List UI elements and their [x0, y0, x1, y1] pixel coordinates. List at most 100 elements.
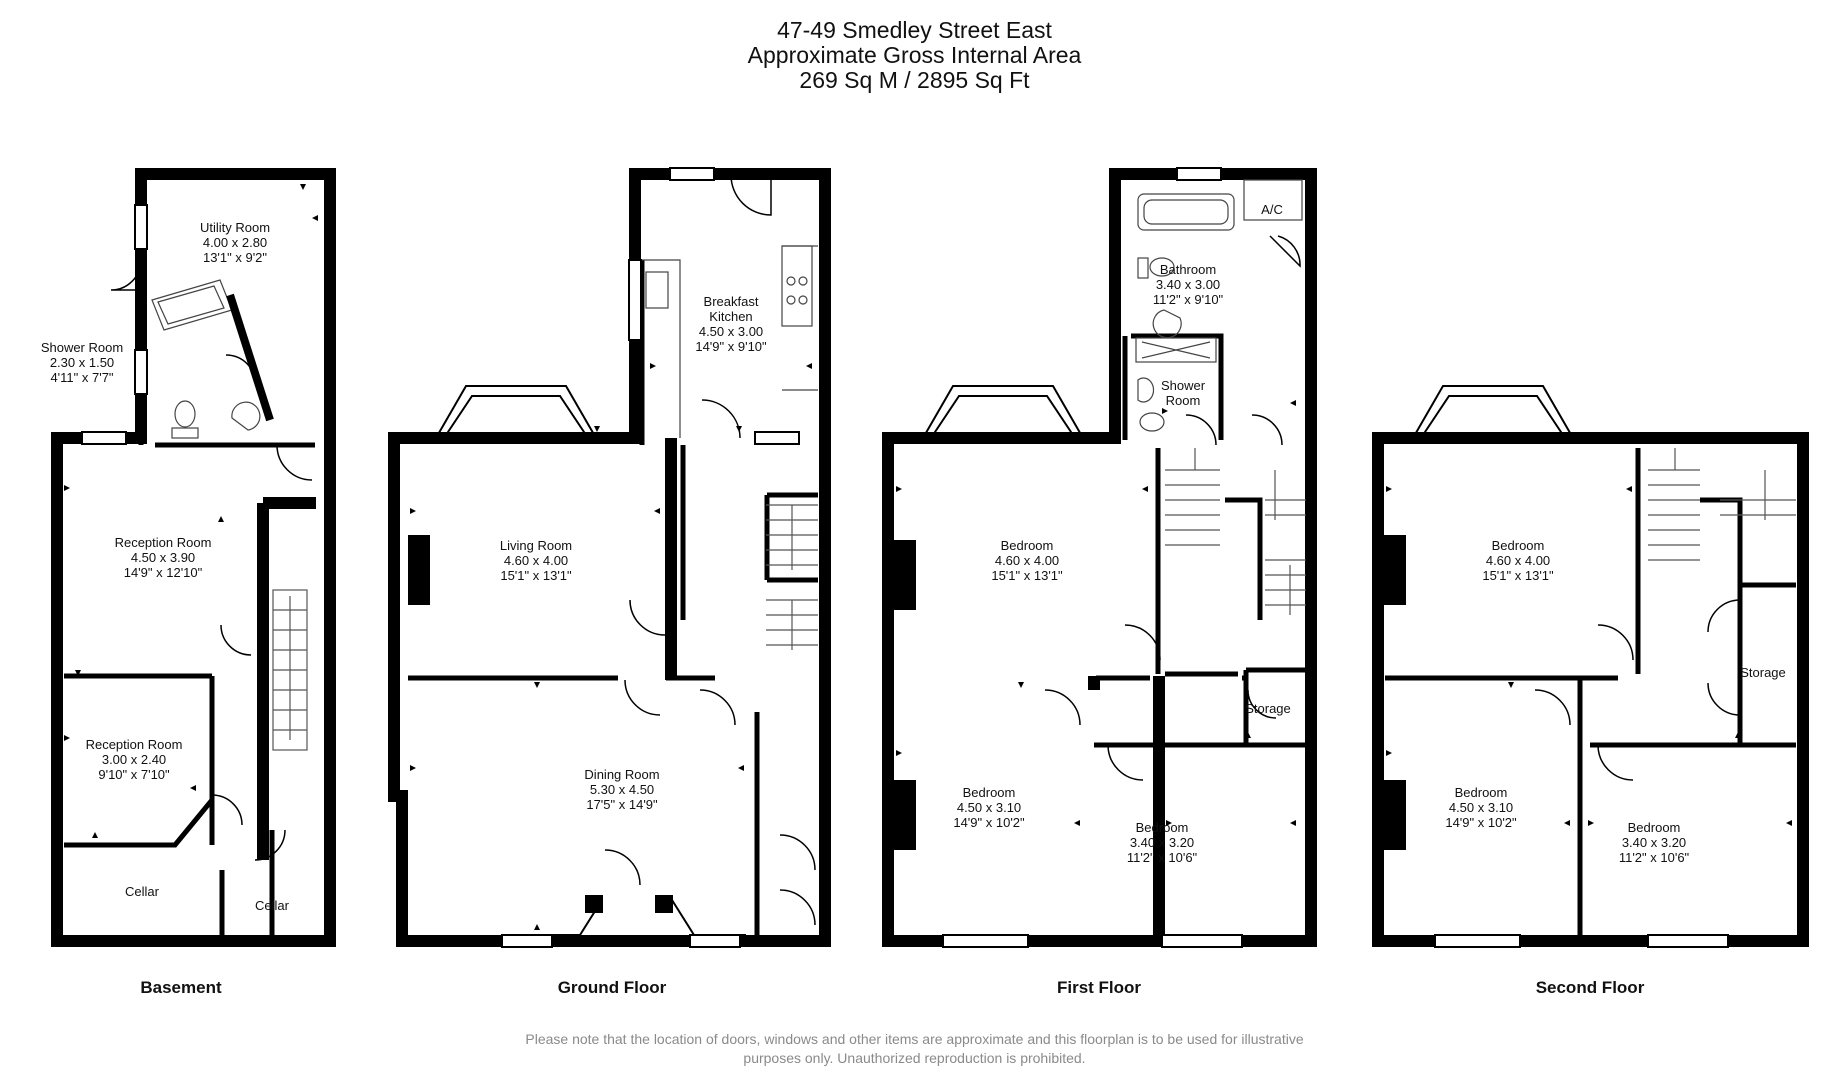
- basin: [1152, 309, 1182, 339]
- room-imperial: 15'1" x 13'1": [1482, 568, 1554, 583]
- room-name: Dining Room: [584, 767, 660, 782]
- door: [779, 834, 816, 926]
- floor-label-ground: Ground Floor: [557, 978, 667, 997]
- chimney: [585, 895, 603, 913]
- room-name: Living Room: [499, 538, 573, 553]
- window: [628, 259, 642, 341]
- window: [81, 431, 127, 445]
- room-imperial: 15'1" x 13'1": [500, 568, 572, 583]
- second-partitions: [1385, 448, 1796, 935]
- room-metric: 4.50 x 3.00: [698, 324, 764, 339]
- sink: [645, 271, 669, 309]
- hob-ring: [786, 276, 796, 286]
- room-imperial: 4'11" x 7'7": [50, 370, 114, 385]
- room-name-2: Room: [1165, 393, 1201, 408]
- ground-bay: [435, 385, 597, 439]
- room-label-bedroom-f3: Bedroom 3.40 x 3.20 11'2" x 10'6": [1127, 820, 1197, 865]
- room-imperial: 11'2" x 10'6": [1618, 850, 1690, 865]
- hob-ring: [798, 295, 808, 305]
- window: [1647, 934, 1729, 948]
- ground-outline: [388, 168, 831, 947]
- window: [1434, 934, 1521, 948]
- toilet: [1139, 412, 1165, 432]
- worktop: [642, 245, 818, 438]
- first-partitions: [1094, 333, 1306, 748]
- door: [1185, 414, 1217, 446]
- second-bay: [1412, 385, 1574, 439]
- room-label-bathroom: Bathroom 3.40 x 3.00 11'2" x 9'10": [1153, 262, 1223, 307]
- room-label-storage-second: Storage: [1740, 665, 1786, 680]
- room-name: Cellar: [255, 898, 289, 913]
- doors: [110, 174, 1741, 926]
- room-metric: 4.50 x 3.10: [956, 800, 1022, 815]
- door: [211, 794, 243, 826]
- hob-ring: [786, 295, 796, 305]
- room-imperial: 11'2" x 10'6": [1126, 850, 1198, 865]
- second-treads: [1648, 448, 1796, 561]
- interior-walls: [64, 260, 1796, 935]
- door: [1707, 599, 1741, 716]
- room-name: Bedroom: [962, 785, 1016, 800]
- room-name: Storage: [1740, 665, 1786, 680]
- bath: [1137, 193, 1235, 231]
- basement-treads: [273, 596, 307, 740]
- floor-label-second: Second Floor: [1535, 978, 1645, 997]
- room-label-cellar-1: Cellar: [125, 884, 159, 899]
- door: [1251, 414, 1283, 446]
- room-imperial: 14'9" x 12'10": [123, 565, 203, 580]
- room-label-kitchen: Breakfast Kitchen 4.50 x 3.00 14'9" x 9'…: [695, 294, 766, 354]
- door: [276, 444, 313, 481]
- room-name: Bathroom: [1159, 262, 1217, 277]
- room-name: Bedroom: [1491, 538, 1545, 553]
- door: [1044, 689, 1081, 726]
- room-imperial: 14'9" x 10'2": [953, 815, 1025, 830]
- room-metric: 4.00 x 2.80: [202, 235, 268, 250]
- bath-inner: [1143, 199, 1229, 225]
- door: [110, 259, 142, 291]
- room-metric: 4.60 x 4.00: [994, 553, 1060, 568]
- area-value: 269 Sq M / 2895 Sq Ft: [799, 67, 1030, 93]
- property-address: 47-49 Smedley Street East: [777, 17, 1052, 43]
- room-imperial: 13'1" x 9'2": [202, 250, 268, 265]
- chimney: [894, 540, 916, 610]
- window: [754, 431, 800, 445]
- chimney: [408, 535, 430, 605]
- room-label-bedroom-f2: Bedroom 4.50 x 3.10 14'9" x 10'2": [953, 785, 1024, 830]
- room-imperial: 15'1" x 13'1": [991, 568, 1063, 583]
- room-metric: 4.50 x 3.90: [130, 550, 196, 565]
- floor-label-basement: Basement: [140, 978, 222, 997]
- room-name: Utility Room: [199, 220, 271, 235]
- second-outline: [1372, 432, 1809, 947]
- second-markers: [1386, 486, 1792, 826]
- first-outline: [882, 168, 1317, 947]
- first-bay: [922, 385, 1084, 439]
- door: [624, 679, 661, 716]
- chimney: [655, 895, 673, 913]
- disclaimer-line-1: Please note that the location of doors, …: [525, 1031, 1304, 1047]
- room-name-2: Kitchen: [709, 309, 753, 324]
- ground-markers: [410, 363, 812, 930]
- shower-tray: [151, 279, 233, 331]
- room-name: Reception Room: [114, 535, 212, 550]
- bay-windows: [435, 385, 1574, 936]
- door: [1597, 624, 1634, 661]
- room-label-bedroom-s3: Bedroom 3.40 x 3.20 11'2" x 10'6": [1619, 820, 1689, 865]
- door: [629, 599, 666, 636]
- window: [501, 934, 553, 948]
- room-label-shower-basement: Shower Room 2.30 x 1.50 4'11" x 7'7": [41, 340, 123, 385]
- window: [134, 204, 148, 250]
- room-label-shower-first: Shower Room: [1161, 378, 1205, 408]
- floor-label-first: First Floor: [1056, 978, 1142, 997]
- window: [669, 167, 715, 181]
- disclaimer-line-2: purposes only. Unauthorized reproduction…: [743, 1050, 1086, 1066]
- door: [1597, 744, 1634, 781]
- room-metric: 5.30 x 4.50: [589, 782, 655, 797]
- room-metric: 2.30 x 1.50: [49, 355, 115, 370]
- first-inner-wall: [1088, 676, 1165, 941]
- hob-unit: [781, 245, 813, 327]
- room-imperial: 17'5" x 14'9": [586, 797, 658, 812]
- room-name: Bedroom: [1454, 785, 1508, 800]
- ground-partitions: [408, 260, 760, 935]
- room-name: Shower: [1160, 378, 1206, 393]
- room-name: Storage: [1245, 701, 1291, 716]
